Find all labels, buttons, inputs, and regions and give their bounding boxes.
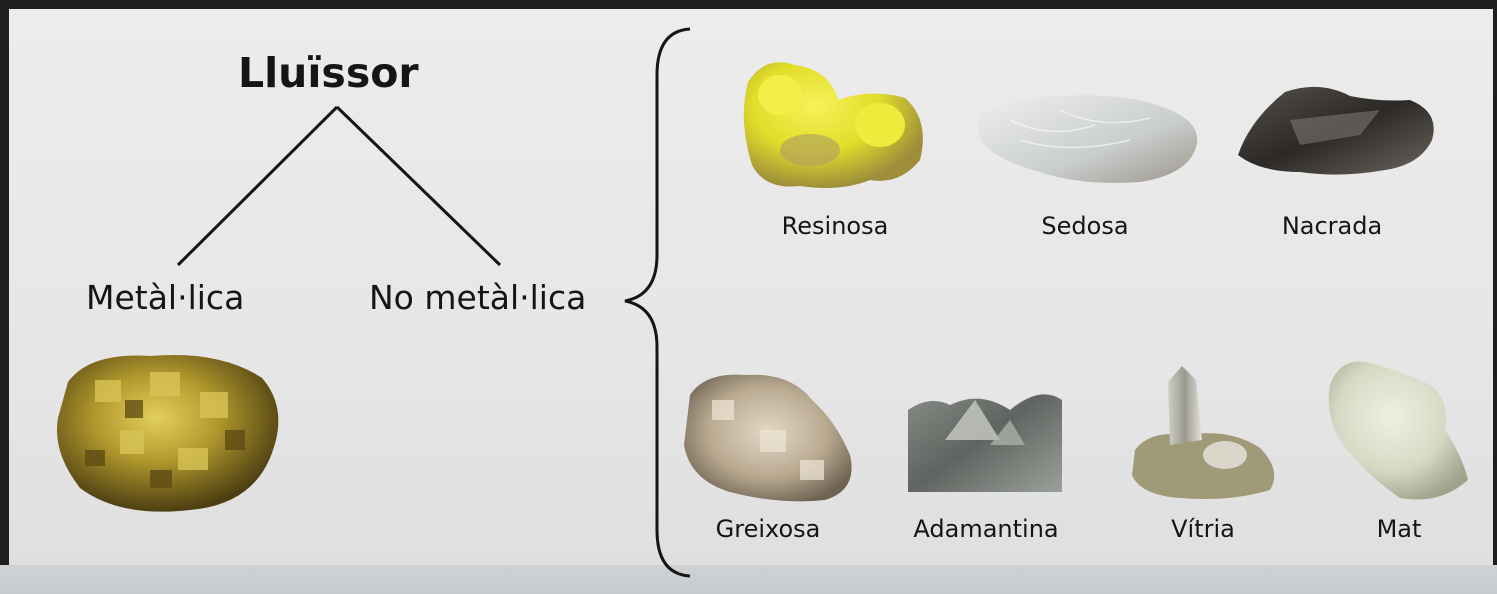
resinosa-mineral-image bbox=[744, 62, 923, 188]
mineral-label-vitria: Vítria bbox=[1103, 517, 1303, 541]
sedosa-mineral-image bbox=[978, 95, 1197, 183]
pyrite-mineral-image bbox=[57, 355, 278, 512]
metallic-branch-label: Metàl·lica bbox=[86, 281, 244, 314]
mineral-label-nacrada: Nacrada bbox=[1232, 214, 1432, 238]
greixosa-mineral-image bbox=[684, 375, 852, 502]
diagram-title: Lluïssor bbox=[238, 53, 419, 94]
curly-brace bbox=[625, 29, 690, 576]
mineral-label-sedosa: Sedosa bbox=[985, 214, 1185, 238]
mineral-label-resinosa: Resinosa bbox=[735, 214, 935, 238]
nacrada-mineral-image bbox=[1238, 87, 1434, 175]
line-to-metallic bbox=[178, 107, 337, 265]
vitria-mineral-image bbox=[1132, 366, 1274, 499]
mineral-label-greixosa: Greixosa bbox=[668, 517, 868, 541]
mineral-label-adamantina: Adamantina bbox=[886, 517, 1086, 541]
mat-mineral-image bbox=[1329, 361, 1468, 499]
tree-connector-lines bbox=[178, 107, 500, 265]
non-metallic-branch-label: No metàl·lica bbox=[369, 281, 586, 314]
mineral-label-mat: Mat bbox=[1299, 517, 1497, 541]
adamantina-mineral-image bbox=[908, 380, 1062, 492]
line-to-non-metallic bbox=[337, 107, 500, 265]
